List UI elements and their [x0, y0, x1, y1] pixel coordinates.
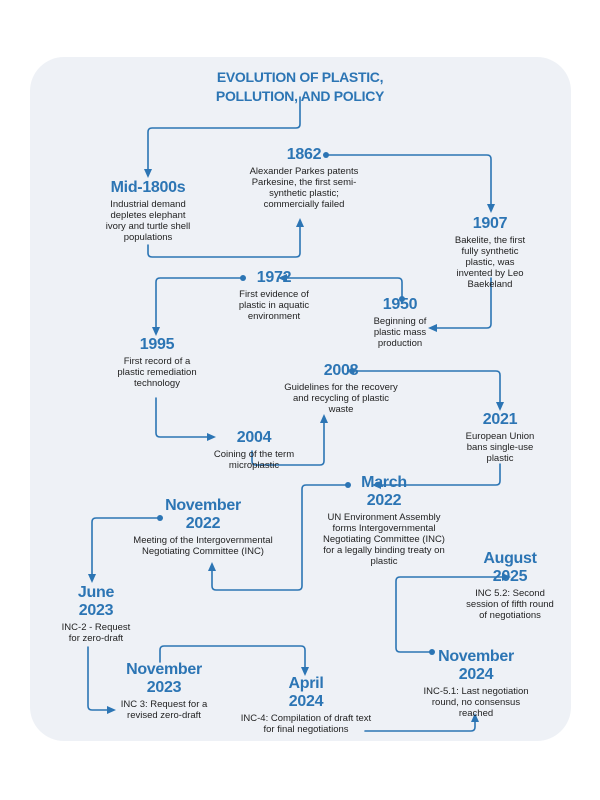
event-year: 1950	[382, 296, 418, 313]
connector-2008-to-2021	[349, 368, 504, 411]
event-year: April 2024	[288, 675, 324, 710]
event-2008: 2008 Guidelines for the recovery and rec…	[284, 362, 398, 415]
connector-title-to-mid1800s	[144, 96, 301, 178]
event-november-2022: November 2022 Meeting of the Intergovern…	[132, 497, 274, 557]
event-year: 1862	[286, 146, 322, 163]
event-year: 2008	[323, 362, 359, 379]
event-year: 1907	[472, 215, 508, 232]
connector-2021-to-march2022	[372, 463, 501, 489]
connector-2004-to-2008	[251, 414, 328, 466]
event-june-2023: June 2023 INC-2 - Request for zero-draft	[52, 584, 140, 644]
connector-june2023-to-november2023	[87, 646, 116, 714]
connector-1995-to-2004	[155, 397, 216, 441]
event-description: INC-4: Compilation of draft text for fin…	[240, 713, 372, 735]
event-description: Guidelines for the recovery and recyclin…	[284, 382, 398, 415]
event-year: 2021	[482, 411, 518, 428]
connector-november2024-to-august2025	[395, 573, 511, 655]
event-1972: 1972 First evidence of plastic in aquati…	[224, 269, 324, 322]
event-november-2024: November 2024 INC-5.1: Last negotiation …	[420, 648, 532, 719]
connector-november2023-to-april2024	[159, 645, 309, 676]
event-2004: 2004 Coining of the term microplastic	[210, 429, 298, 471]
event-2021: 2021 European Union bans single-use plas…	[450, 411, 550, 464]
event-year: March 2022	[361, 474, 407, 509]
event-description: Bakelite, the first fully synthetic plas…	[454, 235, 526, 290]
event-year: August 2025	[483, 550, 537, 585]
event-description: First evidence of plastic in aquatic env…	[238, 289, 310, 322]
event-year: November 2022	[165, 497, 241, 532]
event-year: June 2023	[77, 584, 115, 619]
event-mid-1800s: Mid-1800s Industrial demand depletes ele…	[77, 179, 219, 243]
event-description: Alexander Parkes patents Parkesine, the …	[249, 166, 359, 210]
event-description: Beginning of plastic mass production	[373, 316, 427, 349]
event-year: November 2023	[126, 661, 202, 696]
event-description: INC 5.2: Second session of fifth round o…	[466, 588, 554, 621]
event-description: Coining of the term microplastic	[213, 449, 295, 471]
event-year: November 2024	[438, 648, 514, 683]
event-march-2022: March 2022 UN Environment Assembly forms…	[318, 474, 450, 567]
event-description: UN Environment Assembly forms Intergover…	[323, 512, 445, 567]
event-description: Industrial demand depletes elephant ivor…	[105, 199, 191, 243]
connector-april2024-to-november2024	[364, 713, 479, 732]
event-april-2024: April 2024 INC-4: Compilation of draft t…	[240, 675, 372, 735]
event-1995: 1995 First record of a plastic remediati…	[117, 336, 197, 389]
connector-mid1800s-to-1862	[147, 218, 304, 258]
connector-1950-to-1972	[278, 274, 405, 302]
event-1907: 1907 Bakelite, the first fully synthetic…	[440, 215, 540, 290]
event-year: Mid-1800s	[110, 179, 186, 196]
event-year: 2004	[236, 429, 272, 446]
event-description: European Union bans single-use plastic	[465, 431, 535, 464]
event-description: Meeting of the Intergovernmental Negotia…	[133, 535, 273, 557]
connector-1972-to-1995	[152, 275, 246, 336]
connector-march2022-to-november2022	[208, 482, 351, 591]
event-1950: 1950 Beginning of plastic mass productio…	[362, 296, 438, 349]
timeline-panel	[30, 57, 571, 741]
connector-1907-to-1950	[428, 277, 492, 332]
event-description: First record of a plastic remediation te…	[117, 356, 197, 389]
event-august-2025: August 2025 INC 5.2: Second session of f…	[460, 550, 560, 621]
connector-1862-to-1907	[323, 152, 495, 213]
connector-november2022-to-june2023	[88, 515, 163, 583]
event-year: 1995	[139, 336, 175, 353]
event-description: INC 3: Request for a revised zero-draft	[120, 699, 208, 721]
diagram-title: EVOLUTION OF PLASTIC, POLLUTION, AND POL…	[215, 69, 385, 104]
event-description: INC-2 - Request for zero-draft	[61, 622, 131, 644]
event-november-2023: November 2023 INC 3: Request for a revis…	[112, 661, 216, 721]
event-year: 1972	[256, 269, 292, 286]
event-1862: 1862 Alexander Parkes patents Parkesine,…	[244, 146, 364, 210]
event-description: INC-5.1: Last negotiation round, no cons…	[423, 686, 529, 719]
